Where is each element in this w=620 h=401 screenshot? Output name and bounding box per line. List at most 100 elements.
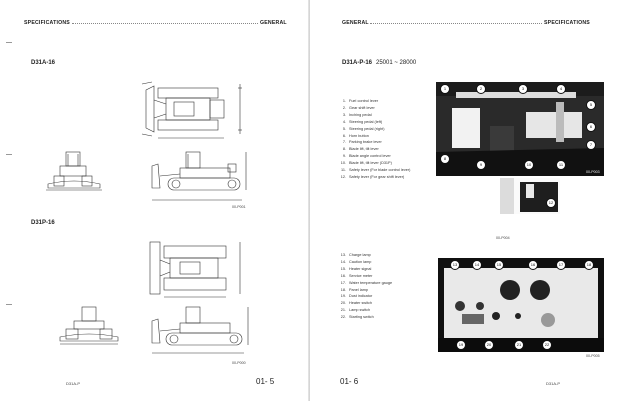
list-item-number: 19. <box>340 294 346 299</box>
list-item: 2.Gear shift lever <box>336 105 410 112</box>
d31p-front-view-drawing <box>59 306 119 345</box>
serial-range: 25001 ~ 28000 <box>376 60 417 66</box>
callout-marker: 22 <box>542 340 552 350</box>
header-section-right: SPECIFICATIONS <box>544 20 590 26</box>
list-item-text: Steering pedal (right) <box>349 126 385 131</box>
header-rule <box>370 23 542 24</box>
header-rule <box>72 23 258 24</box>
list-item: 8.Blade lift, tilt lever <box>336 146 410 153</box>
list-item: 9.Blade angle control lever <box>336 153 410 160</box>
figure-code: 00-P000 <box>232 361 246 365</box>
list-item-number: 22. <box>340 315 346 320</box>
list-item-text: Safety lever (For gear shift lever) <box>349 174 405 179</box>
list-item-text: Safety lever (For blade control lever) <box>349 168 411 173</box>
list-item: 17.Water temperature gauge <box>336 280 392 287</box>
footer-model: D31A-P <box>66 381 81 386</box>
list-item-text: Inching pedal <box>349 112 372 117</box>
callout-marker: 17 <box>556 260 566 270</box>
list-item-number: 5. <box>342 126 346 131</box>
callout-marker: 1 <box>440 84 450 94</box>
callout-marker: 14 <box>472 260 482 270</box>
list-item-number: 9. <box>342 154 346 159</box>
list-item-number: 18. <box>340 287 346 292</box>
callout-marker: 13 <box>450 260 460 270</box>
callout-marker: 21 <box>514 340 524 350</box>
callout-marker: 11 <box>556 160 566 170</box>
callout-marker: 3 <box>518 84 528 94</box>
list-item: 22.Starting switch <box>336 314 392 321</box>
list-item-text: Heater switch <box>349 301 373 306</box>
list-item-number: 6. <box>342 133 346 138</box>
photo1-code: 00-P003 <box>586 170 600 174</box>
page-number: 01- 6 <box>340 377 359 386</box>
list-item: 11.Safety lever (For blade control lever… <box>336 167 410 174</box>
list-item-text: Panel lamp <box>349 287 368 292</box>
header-section-left: GENERAL <box>342 20 369 26</box>
photo3-code: 00-P005 <box>586 354 600 358</box>
callout-marker: 16 <box>528 260 538 270</box>
list-item-number: 4. <box>342 119 346 124</box>
d31p-top-view-drawing <box>149 241 241 298</box>
callout-marker: 19 <box>456 340 466 350</box>
list-item-text: Horn button <box>349 133 369 138</box>
d31a-top-view-drawing <box>141 81 242 139</box>
list-item: 14.Caution lamp <box>336 259 392 266</box>
list-item-text: Caution lamp <box>349 259 372 264</box>
list-item-text: Lamp switch <box>349 308 371 313</box>
list-item-text: Water temperature gauge <box>349 280 393 285</box>
figure-code: 00-P001 <box>232 205 246 209</box>
list-item-number: 12. <box>340 174 346 179</box>
list-item-number: 15. <box>340 266 346 271</box>
list-item: 20.Heater switch <box>336 300 392 307</box>
right-page: GENERAL SPECIFICATIONS D31A-P-16 25001 ~… <box>310 0 620 401</box>
list-item-number: 16. <box>340 273 346 278</box>
footer-model: D31A-P <box>546 381 561 386</box>
list-item-number: 2. <box>342 105 346 110</box>
section-title-d31a: D31A-16 <box>31 60 56 66</box>
list-item: 7.Parking brake lever <box>336 139 410 146</box>
d31p-side-view-drawing <box>151 306 249 354</box>
model-title: D31A-P-16 <box>342 60 373 66</box>
list-item-number: 8. <box>342 147 346 152</box>
list-item: 3.Inching pedal <box>336 112 410 119</box>
list-item-number: 13. <box>340 253 346 257</box>
list-item: 10.Blade lift, tilt lever (D31P) <box>336 160 410 167</box>
list-item-text: Charge lamp <box>349 253 371 257</box>
list-item-text: Parking brake lever <box>349 140 382 145</box>
callout-marker: 10 <box>524 160 534 170</box>
d31a-side-view-drawing <box>151 151 247 201</box>
list-item-number: 1. <box>342 99 346 103</box>
list-item: 18.Panel lamp <box>336 287 392 294</box>
list-item: 12.Safety lever (For gear shift lever) <box>336 174 410 181</box>
margin-mark <box>6 42 12 43</box>
list-item-text: Heater signal <box>349 266 372 271</box>
list-item-number: 3. <box>342 112 346 117</box>
list-item-text: Gear shift lever <box>349 105 375 110</box>
list-item-number: 17. <box>340 280 346 285</box>
section-title-d31p: D31P-16 <box>31 220 55 226</box>
list-item-text: Steering pedal (left) <box>349 119 383 124</box>
list-item: 6.Horn button <box>336 133 410 140</box>
list-item-text: Blade lift, tilt lever (D31P) <box>349 161 392 166</box>
callout-marker: 6 <box>586 122 596 132</box>
callout-marker: 9 <box>476 160 486 170</box>
list-item: 13.Charge lamp <box>336 252 392 259</box>
list-item-text: Service meter <box>349 273 373 278</box>
list-item-text: Blade lift, tilt lever <box>349 147 379 152</box>
left-page: SPECIFICATIONS GENERAL D31A-16 <box>6 20 287 386</box>
list-item-number: 7. <box>342 140 346 145</box>
list-item-number: 20. <box>340 301 346 306</box>
list-item: 16.Service meter <box>336 273 392 280</box>
margin-mark <box>6 154 12 155</box>
list-item-text: Fuel control lever <box>349 99 379 103</box>
callout-marker: 7 <box>586 140 596 150</box>
photo2-code: 00-P004 <box>496 236 510 240</box>
list-item: 15.Heater signal <box>336 266 392 273</box>
list-item-text: Blade angle control lever <box>349 154 391 159</box>
list-item-number: 11. <box>341 168 346 173</box>
list-item-number: 21. <box>340 308 346 313</box>
d31a-front-view-drawing <box>46 151 102 191</box>
